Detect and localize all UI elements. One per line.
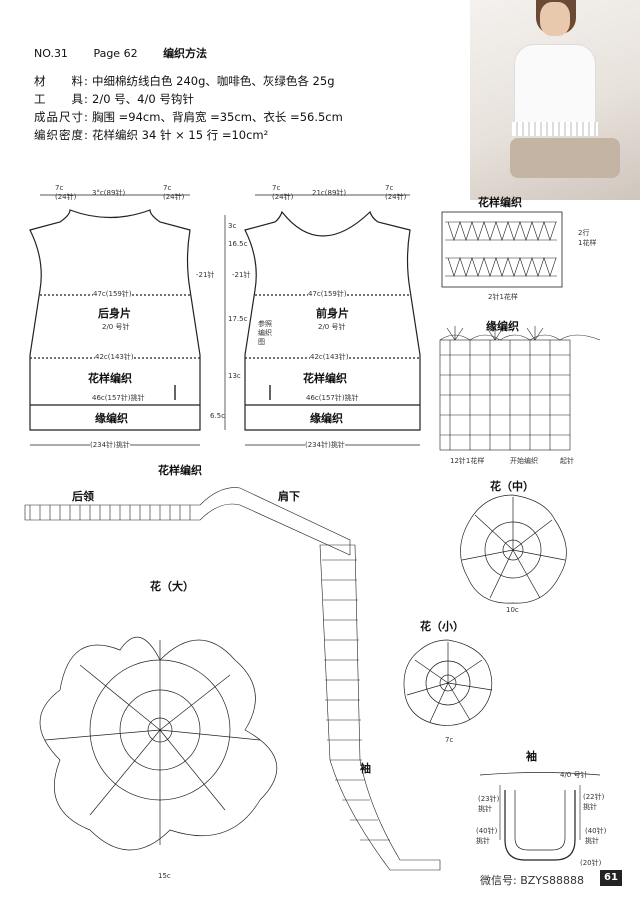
sleeve-pick-c: (40针) 挑针 [476,827,498,845]
front-piece-outline [244,210,421,431]
flower-large-title: 花（大） [150,580,194,593]
back-neck-label: 后领 [72,490,94,503]
edge-start: 开始编织 [510,457,538,465]
dim-16-5c: 16.5c [228,240,248,248]
front-side-note: 参照编织图 [258,320,272,346]
back-title: 后身片 [98,307,131,320]
front-shoulder-right: 7c (24针) [385,184,407,201]
back-neck-dec: -21针 [196,271,215,279]
back-pattern: 花样编织 [88,372,132,385]
front-waist: 42c(143针) [310,352,349,362]
flower-medium-title: 花（中） [490,480,534,493]
spec-tools: 工 具:2/0 号、4/0 号钩针 [34,92,194,106]
back-edge: 缘编织 [95,412,128,425]
back-waist: 42c(143针) [95,352,134,362]
back-piece-outline [29,209,201,431]
sleeve-pick-b: (22针) 挑针 [583,793,605,811]
watermark: 微信号: BZYS88888 [480,874,584,887]
sleeve-pick-d: (40针) 挑针 [585,827,607,845]
sleeve-pick-a: (23针) 挑针 [478,795,500,813]
front-shoulder-left: 7c (24针) [272,184,294,201]
front-bottom: (234针)挑针 [305,440,345,450]
back-top-width: 3°c(89针) [92,189,126,197]
dim-3c: 3c [228,222,237,230]
back-hook: 2/0 号针 [102,323,130,331]
spec-size: 成品尺寸:胸围 =94cm、背肩宽 =35cm、衣长 =56.5cm [34,110,343,124]
shoulder-label: 肩下 [278,490,300,503]
flower-small [403,639,493,726]
front-top-width: 21c(89针) [312,189,347,197]
sleeve-strip-label: 袖 [360,762,371,775]
edge-repeat: 12针1花样 [450,457,485,465]
front-title: 前身片 [316,307,349,320]
back-shoulder-right: 7c (24针) [163,184,185,201]
page-ref: Page 62 [93,47,138,60]
front-pattern: 花样编织 [303,372,347,385]
method-title: 编织方法 [163,47,208,60]
sleeve-diagram [479,772,601,861]
pattern-repeat: 2针1花样 [488,293,518,301]
front-chest: 47c(159针) [308,289,347,299]
pattern-band-title: 花样编织 [158,464,202,477]
rows-note: 2行 1花样 [578,229,597,247]
flower-medium-width: 10c [506,606,519,614]
sleeve-pick-count: (20针) [580,859,602,867]
flower-large-width: 15c [158,872,171,880]
page-number: 61 [600,870,622,886]
front-neck-dec: -21针 [232,271,251,279]
back-hem: 46c(157针)挑针 [92,393,145,403]
dim-13c: 13c [228,372,241,380]
back-chest: 47c(159针) [93,289,132,299]
edge-base: 起针 [560,457,574,465]
model-photo [470,0,640,200]
front-hem: 46c(157针)挑针 [306,393,359,403]
header: NO.31 Page 62 编织方法 [34,45,229,61]
back-bottom: (234针)挑针 [90,440,130,450]
back-shoulder-left: 7c (24针) [55,184,77,201]
dim-6-5c: 6.5c [210,412,225,420]
flower-large [39,636,278,851]
front-edge: 缘编织 [310,412,343,425]
pattern-number: NO.31 [34,47,68,60]
edge-chart-title: 缘编织 [486,320,519,333]
front-hook: 2/0 号针 [318,323,346,331]
flower-small-width: 7c [445,736,454,744]
spec-gauge: 编织密度:花样编织 34 针 × 15 行 =10cm² [34,128,269,142]
dim-17-5c: 17.5c [228,315,248,323]
spec-materials: 材 料:中细棉纺线白色 240g、咖啡色、灰绿色各 25g [34,74,335,88]
flower-small-title: 花（小） [420,620,464,633]
flower-medium [460,494,567,604]
pattern-chart-title: 花样编织 [478,196,522,209]
sleeve-title: 袖 [526,750,537,763]
sleeve-hook: 4/0 号针 [560,771,588,779]
